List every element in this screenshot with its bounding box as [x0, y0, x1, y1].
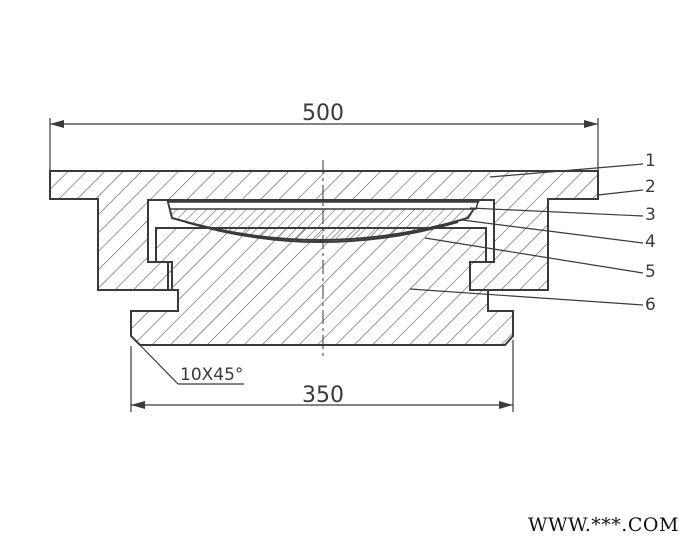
top-width-dimension: 500 — [49, 101, 599, 170]
curved-liner — [185, 221, 459, 243]
callout-leaders — [409, 163, 644, 306]
callout-2: 2 — [645, 177, 656, 197]
chamfer-label: 10X45° — [180, 365, 243, 385]
callout-3: 3 — [645, 205, 656, 225]
bottom-width-dimension: 350 — [130, 340, 514, 412]
top-plate — [49, 170, 599, 291]
callout-6: 6 — [645, 295, 656, 315]
chamfer-annotation: 10X45° — [135, 340, 244, 385]
watermark-text: WWW.***.COM — [528, 514, 679, 536]
bottom-block — [130, 227, 514, 346]
top-width-label: 500 — [302, 101, 344, 126]
callout-4: 4 — [645, 232, 656, 252]
callout-5: 5 — [645, 262, 656, 282]
bottom-width-label: 350 — [302, 383, 344, 408]
callout-1: 1 — [645, 151, 656, 171]
